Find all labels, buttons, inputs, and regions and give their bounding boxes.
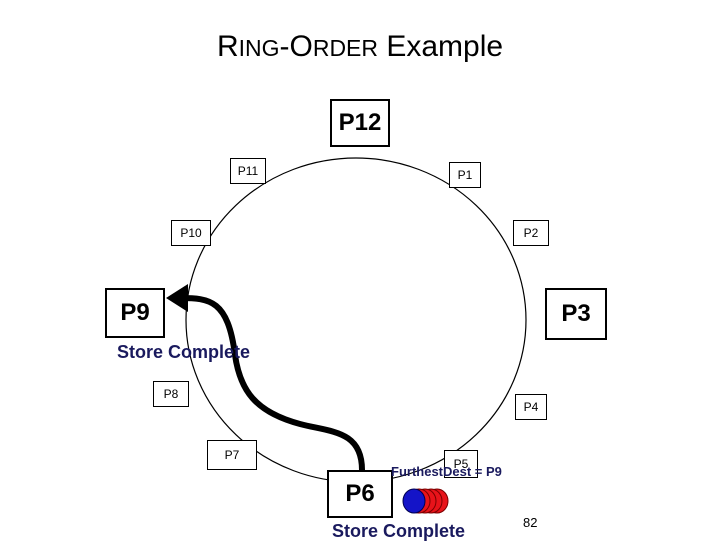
node-p10: P10 (171, 220, 211, 246)
node-p11: P11 (230, 158, 266, 184)
title-part: -O (279, 30, 313, 63)
node-p7: P7 (207, 440, 257, 470)
node-p1: P1 (449, 162, 481, 188)
node-p2: P2 (513, 220, 549, 246)
node-p8: P8 (153, 381, 189, 407)
token-blue (402, 488, 426, 514)
title-part: R (216, 30, 239, 63)
node-p6: P6 (327, 470, 393, 518)
node-p4: P4 (515, 394, 547, 420)
furthest-dest-label: FurthestDest = P9 (391, 464, 502, 479)
node-p5: P5 (444, 450, 478, 478)
page-number: 82 (523, 515, 538, 530)
store-complete-label-p6: Store Complete (332, 521, 466, 541)
title-part: ING (238, 35, 280, 61)
token-stack (402, 488, 449, 514)
title-part: RDER (312, 35, 378, 61)
node-p12: P12 (330, 99, 390, 147)
node-p9: P9 (105, 288, 165, 338)
title-part: Example (378, 30, 504, 63)
ring (185, 157, 527, 483)
store-complete-label-p9: Store Complete (117, 342, 251, 362)
arrow-head (166, 284, 188, 312)
node-p3: P3 (545, 288, 607, 340)
slide-title: RING-ORDER Example (0, 30, 720, 64)
store-path-arrow (177, 295, 365, 473)
